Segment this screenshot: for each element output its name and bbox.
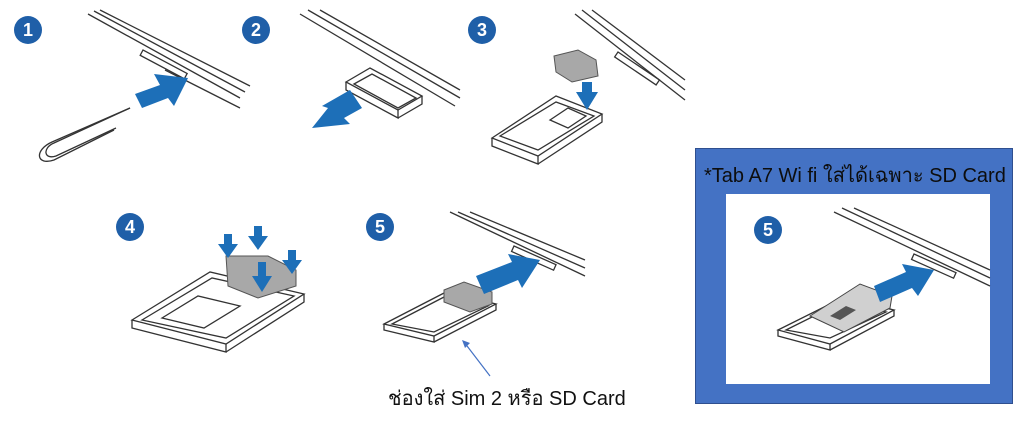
note-sd-card-illustration [776,207,991,351]
step-1-badge: 1 [14,16,42,44]
step-3-sim-card [553,49,599,83]
step-2-illustration [299,9,461,128]
step-5-card [443,281,493,313]
step-5-badge: 5 [366,213,394,241]
slot-pointer-arrow [462,340,491,377]
note-title: *Tab A7 Wi fi ใส่ได้เฉพาะ SD Card [704,165,1006,187]
step-3-badge: 3 [468,16,496,44]
step-3-arrow-icon [576,82,598,110]
step-1-illustration [38,9,251,162]
slot-caption: ช่องใส่ Sim 2 หรือ SD Card [388,388,626,410]
tab-a7-note-box: *Tab A7 Wi fi ใส่ได้เฉพาะ SD Card 5 [695,148,1013,404]
note-arrow-icon [874,264,934,302]
step-1-arrow-icon [135,74,188,108]
step-4-badge: 4 [116,213,144,241]
note-step-5-badge: 5 [754,216,782,244]
step-4-arrows-icon [218,226,302,292]
step-3-illustration [490,9,686,165]
step-5-arrow-icon [476,254,540,294]
step-4-illustration [130,226,306,353]
step-2-badge: 2 [242,16,270,44]
step-2-arrow-icon [312,90,362,128]
note-illustration-panel: 5 [726,194,991,384]
step-5-illustration [382,211,586,343]
